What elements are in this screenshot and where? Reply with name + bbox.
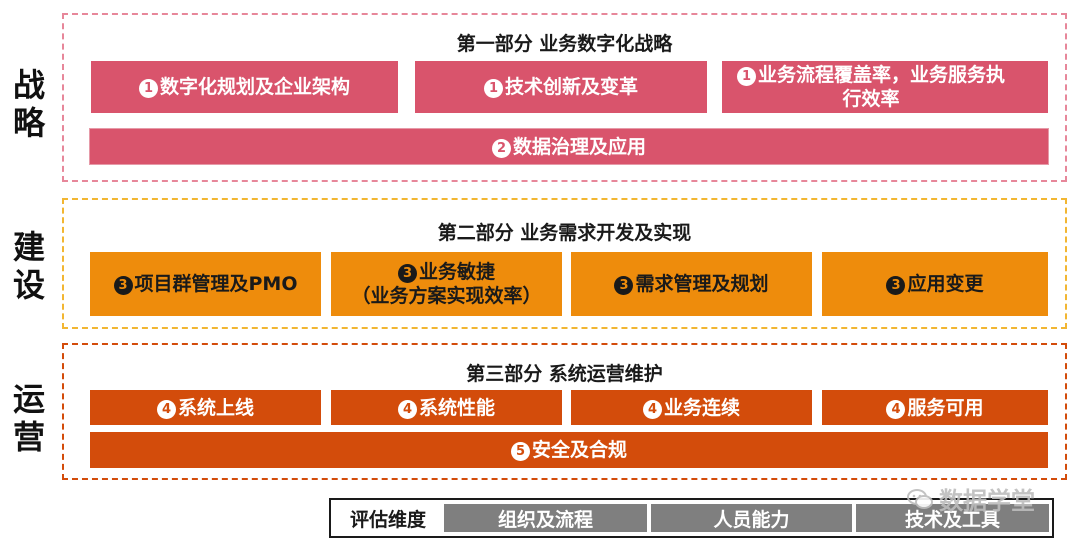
side-label-operate: 运 营 — [4, 380, 54, 456]
build-box-2-sublabel: （业务方案实现效率） — [351, 285, 542, 307]
dimension-people: 人员能力 — [651, 504, 852, 532]
side-label-build: 建 设 — [4, 228, 54, 304]
build-box-3-label: 需求管理及规划 — [635, 273, 769, 295]
dimension-tech-tools: 技术及工具 — [856, 504, 1049, 532]
evaluation-dimensions-label: 评估维度 — [349, 508, 426, 531]
operate-box-3-label: 业务连续 — [663, 396, 740, 419]
number-badge: 1 — [736, 67, 756, 86]
strategy-box-2-label: 技术创新及变革 — [504, 76, 638, 98]
build-box-1-label: 项目群管理及PMO — [134, 273, 298, 295]
section-build-title: 第二部分 业务需求开发及实现 — [437, 222, 692, 244]
side-label-operate-char-2: 营 — [12, 418, 45, 456]
side-label-strategy-char-1: 战 — [12, 66, 45, 104]
side-label-operate-char-1: 运 — [12, 380, 45, 418]
number-badge: 3 — [113, 276, 133, 295]
strategy-bar-label: 数据治理及应用 — [512, 135, 646, 158]
watermark: 数据学堂 — [907, 481, 1035, 516]
number-badge: 4 — [886, 399, 906, 419]
evaluation-dimensions: 评估维度 组织及流程 人员能力 技术及工具 — [329, 498, 1054, 538]
number-badge: 2 — [491, 138, 511, 158]
dimension-org-process: 组织及流程 — [444, 504, 647, 532]
section-build: 第二部分 业务需求开发及实现 — [62, 198, 1067, 329]
number-badge: 1 — [483, 79, 503, 98]
watermark-text: 数据学堂 — [939, 487, 1035, 515]
side-label-strategy-char-2: 略 — [12, 104, 45, 142]
operate-box-4-label: 服务可用 — [907, 396, 984, 419]
operate-box-1-label: 系统上线 — [177, 396, 254, 419]
build-box-4-label: 应用变更 — [907, 273, 984, 295]
chat-bubble-icon — [907, 488, 933, 509]
side-label-strategy: 战 略 — [4, 66, 54, 142]
number-badge: 4 — [397, 399, 417, 419]
number-badge: 1 — [138, 79, 158, 98]
operate-bar-label: 安全及合规 — [531, 439, 627, 461]
strategy-box-1-label: 数字化规划及企业架构 — [159, 76, 350, 98]
number-badge: 3 — [614, 276, 634, 295]
section-strategy-title: 第一部分 业务数字化战略 — [456, 33, 673, 55]
side-label-build-char-1: 建 — [12, 228, 45, 266]
number-badge: 4 — [156, 399, 176, 419]
strategy-box-3-label: 业务流程覆盖率，业务服务执行效率 — [757, 64, 1005, 110]
section-operate-title: 第三部分 系统运营维护 — [466, 363, 663, 385]
section-strategy: 第一部分 业务数字化战略 — [62, 13, 1067, 182]
number-badge: 5 — [510, 442, 530, 461]
operate-box-2-label: 系统性能 — [418, 396, 495, 419]
number-badge: 3 — [886, 276, 906, 295]
build-box-2-label: 业务敏捷 — [418, 261, 495, 283]
number-badge: 3 — [397, 264, 417, 283]
number-badge: 4 — [642, 399, 662, 419]
section-operate: 第三部分 系统运营维护 — [62, 343, 1067, 480]
side-label-build-char-2: 设 — [12, 266, 45, 304]
